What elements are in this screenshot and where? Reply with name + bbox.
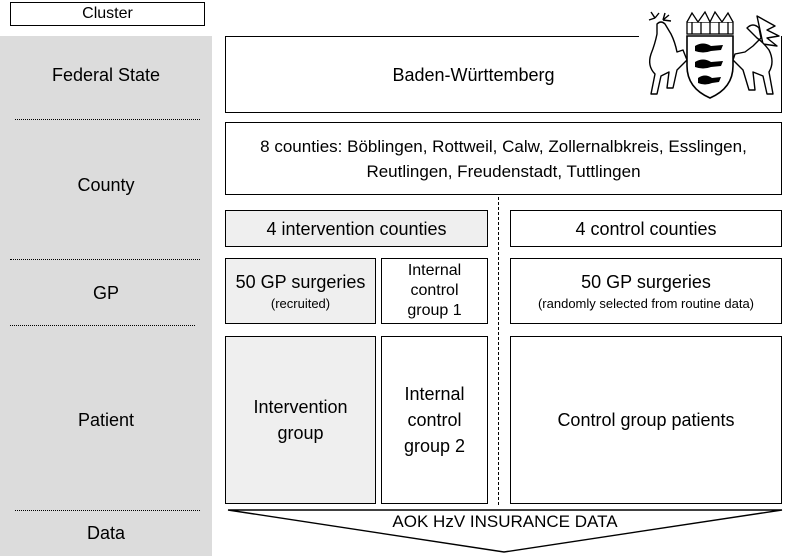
patient-internal-control-line1: Internal	[404, 384, 465, 404]
intervention-counties-label: 4 intervention counties	[266, 218, 447, 239]
gp-intervention-label: 50 GP surgeries	[235, 272, 366, 292]
level-label-federal-state: Federal State	[51, 64, 161, 85]
level-label-data: Data	[86, 522, 126, 543]
patient-control-box: Control group patients	[510, 336, 782, 504]
control-counties-label: 4 control counties	[575, 218, 717, 239]
separator-line	[15, 510, 200, 511]
patient-intervention-line2: group	[277, 423, 324, 443]
data-arrow-label: AOK HzV INSURANCE DATA	[392, 512, 618, 531]
patient-intervention-line1: Intervention	[253, 397, 348, 417]
county-list-line2: Reutlingen, Freudenstadt, Tuttlingen	[366, 161, 641, 181]
patient-internal-control-box: Internal control group 2	[381, 336, 488, 504]
cluster-sidebar	[0, 36, 212, 556]
cluster-header: Cluster	[10, 2, 205, 26]
level-label-county: County	[77, 174, 135, 195]
level-label-patient: Patient	[77, 409, 135, 430]
control-counties-box: 4 control counties	[510, 210, 782, 247]
data-arrow	[226, 508, 784, 554]
patient-control-label: Control group patients	[557, 410, 735, 430]
gp-internal-control-box: Internal control group 1	[381, 258, 488, 324]
separator-line	[10, 325, 195, 326]
gp-control-box: 50 GP surgeries (randomly selected from …	[510, 258, 782, 324]
gp-internal-control-line1: Internal	[407, 262, 462, 279]
federal-state-label: Baden-Württemberg	[392, 64, 555, 85]
patient-internal-control-line2: control	[407, 410, 462, 430]
gp-internal-control-line2: control	[410, 282, 459, 299]
level-label-gp: GP	[92, 282, 119, 303]
intervention-control-divider	[498, 197, 499, 505]
gp-control-label: 50 GP surgeries	[581, 272, 711, 292]
separator-line	[10, 259, 200, 260]
gp-intervention-box: 50 GP surgeries (recruited)	[225, 258, 376, 324]
coat-of-arms-icon	[637, 10, 783, 102]
gp-intervention-sub: (recruited)	[270, 296, 331, 311]
patient-intervention-box: Intervention group	[225, 336, 376, 504]
intervention-counties-box: 4 intervention counties	[225, 210, 488, 247]
separator-line	[15, 119, 200, 120]
gp-control-sub: (randomly selected from routine data)	[537, 296, 755, 311]
patient-internal-control-line3: group 2	[403, 436, 466, 456]
gp-internal-control-line3: group 1	[407, 302, 462, 319]
county-list-line1: 8 counties: Böblingen, Rottweil, Calw, Z…	[260, 136, 747, 156]
cluster-header-label: Cluster	[82, 5, 133, 22]
county-box: 8 counties: Böblingen, Rottweil, Calw, Z…	[225, 122, 782, 195]
